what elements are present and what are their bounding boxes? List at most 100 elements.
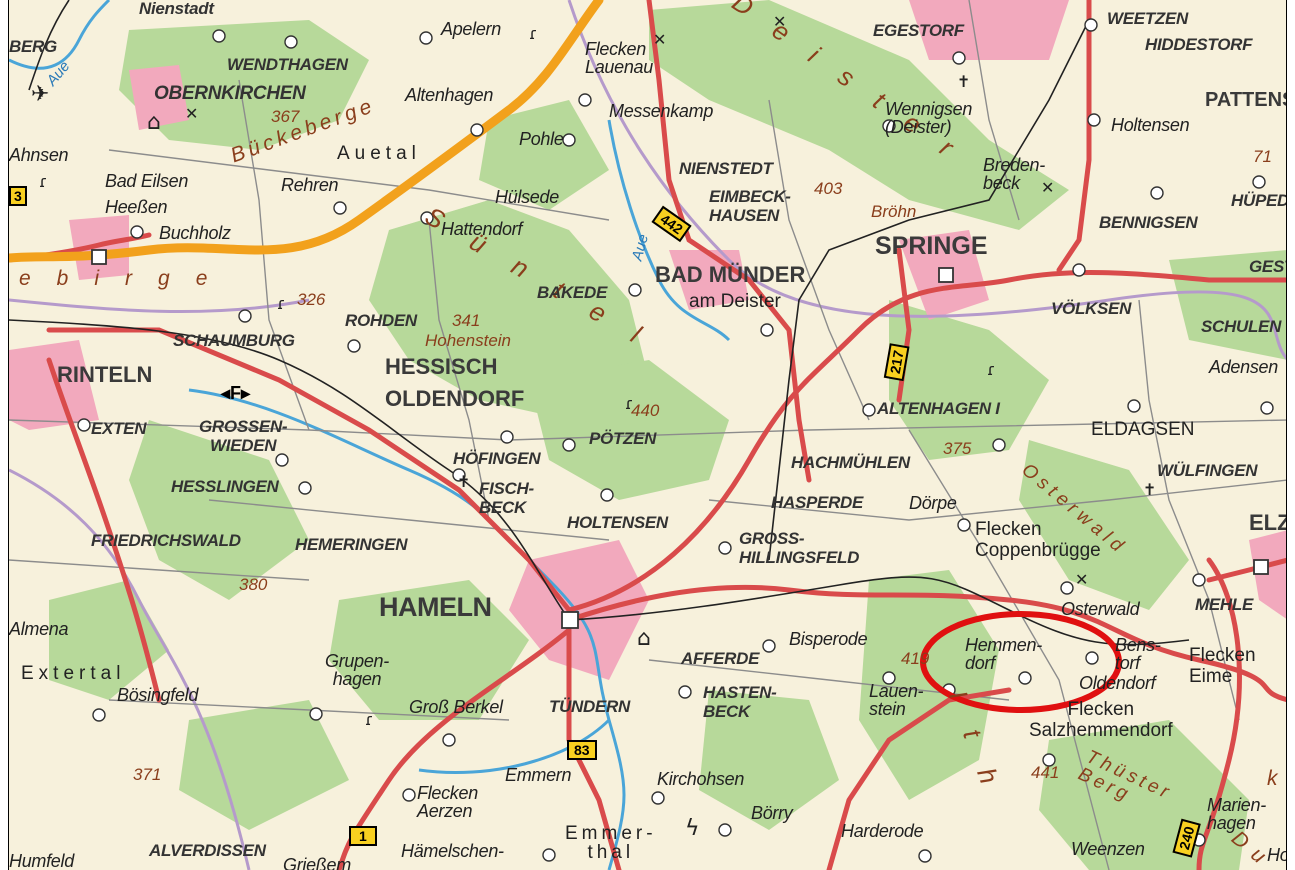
place-mehle: MEHLE [1195, 595, 1254, 614]
ridge-label-k: k [1267, 767, 1287, 790]
airfield-small-icon: ✕ [1075, 570, 1089, 589]
place-berg: BERG [9, 37, 57, 56]
place-hesslingen: HESSLINGEN [171, 477, 279, 496]
place-hachmuehlen: HACHMÜHLEN [791, 453, 910, 472]
airfield-small-icon: ✕ [773, 12, 787, 31]
place-apelern: Apelern [441, 19, 501, 39]
place-hastenbeck: HASTEN- BECK [703, 683, 777, 721]
place-huepede: HÜPED [1231, 191, 1287, 210]
place-flecken-eime: Flecken Eime [1189, 645, 1256, 687]
place-exten: EXTEN [91, 419, 147, 438]
city-elze: ELZE [1249, 510, 1286, 535]
place-eimbeckhausen: EIMBECK- HAUSEN [709, 187, 791, 225]
place-afferde: AFFERDE [681, 649, 760, 668]
road-shield-3: 3 [9, 186, 27, 206]
place-boesingfeld: Bösingfeld [117, 685, 199, 705]
place-alverdissen: ALVERDISSEN [149, 841, 266, 860]
elevation-341: 341 [452, 311, 481, 330]
place-extertal: Extertal [21, 663, 126, 684]
tower-icon: ɾ [625, 394, 634, 413]
tower-icon: ɾ [529, 24, 538, 43]
ridge-label-gebirge: ebirge [19, 267, 234, 290]
railways [9, 0, 1190, 646]
city-springe: SPRINGE [875, 232, 988, 260]
place-auetal: Auetal [337, 143, 421, 164]
place-ahnsen: Ahnsen [9, 145, 69, 165]
airfield-small-icon: ✕ [1041, 178, 1055, 197]
place-osterwald: Osterwald [1061, 599, 1140, 619]
church-icon: ✝ [1143, 480, 1157, 499]
place-hemmendorf: Hemmen- dorf [965, 635, 1042, 673]
place-ho: Ho [1267, 845, 1286, 865]
place-holtensen-s: HOLTENSEN [567, 513, 668, 532]
place-adensen: Adensen [1209, 357, 1278, 377]
place-oldendorf-s: Oldendorf [1079, 673, 1156, 693]
airfield-small-icon: ✕ [653, 30, 667, 49]
elevation-403: 403 [814, 179, 843, 198]
elevation-hohenstein: Hohenstein [425, 331, 512, 350]
elevation-71: 71 [1253, 147, 1272, 166]
place-flecken-coppenbruegge: Flecken Coppenbrügge [975, 519, 1101, 561]
place-bakede: BAKEDE [537, 283, 607, 302]
place-flecken-lauenau: Flecken Lauenau [585, 39, 653, 77]
place-humfeld: Humfeld [9, 851, 74, 870]
road-shield-83: 83 [567, 740, 597, 760]
factory-icon: ⌂ [147, 110, 161, 135]
place-nienstedt: NIENSTEDT [679, 159, 773, 178]
place-benstorf: Bens- torf [1115, 635, 1161, 673]
place-schulenburg: SCHULEN [1201, 317, 1282, 336]
place-hasperde: HASPERDE [771, 493, 864, 512]
place-schaumburg: SCHAUMBURG [173, 331, 295, 350]
village-markers [77, 18, 1274, 863]
elevation-419: 419 [901, 649, 930, 668]
place-heessen: Heeßen [105, 197, 168, 217]
place-lauenstein: Lauen- stein [869, 681, 924, 719]
city-hameln: HAMELN [379, 592, 492, 622]
church-icon: ✝ [957, 72, 971, 91]
place-doerpe: Dörpe [909, 493, 957, 513]
town-markers [91, 249, 1269, 629]
place-tuendern: TÜNDERN [549, 697, 631, 716]
place-pohle: Pohle [519, 129, 564, 149]
airfield-icon: ◂F▸ [221, 383, 251, 403]
city-pattensen: PATTENSE [1205, 89, 1286, 111]
place-rohden: ROHDEN [345, 311, 417, 330]
place-flecken-salzhemmendorf: Flecken Salzhemmendorf [1029, 699, 1173, 741]
power-plant-icon: ϟ [685, 816, 700, 841]
place-hattendorf: Hattendorf [441, 219, 523, 239]
highlight-ellipse [920, 611, 1122, 713]
tower-icon: ɾ [39, 172, 48, 191]
factory-icon: ⌂ [637, 626, 651, 651]
place-kirchohsen: Kirchohsen [657, 769, 745, 789]
place-gross-berkel: Groß Berkel [409, 697, 503, 717]
place-emmern: Emmern [505, 765, 572, 785]
place-wendthagen: WENDTHAGEN [227, 55, 348, 74]
place-bredenbeck: Breden- beck [983, 155, 1045, 193]
topographic-map [9, 0, 1286, 870]
forest-areas [49, 0, 1286, 870]
place-grupenhagen: Grupen- hagen [325, 651, 389, 689]
place-boerry: Börry [751, 803, 793, 823]
place-wuelfingen: WÜLFINGEN [1157, 461, 1258, 480]
elevation-326: 326 [297, 290, 326, 309]
place-eldagsen: ELDAGSEN [1091, 419, 1195, 440]
tower-icon: ɾ [987, 360, 996, 379]
place-griessem: Grießem [283, 855, 351, 870]
elevation-375: 375 [943, 439, 972, 458]
place-friedrichswald: FRIEDRICHSWALD [91, 531, 241, 550]
elevation-371: 371 [133, 765, 162, 784]
place-wennigsen: Wennigsen (Deister) [885, 99, 973, 137]
place-gestorf: GEST [1249, 257, 1286, 276]
admin-borders [9, 0, 1286, 870]
place-nienstadt: Nienstadt [139, 0, 214, 18]
city-hessisch: HESSISCH [385, 354, 498, 379]
place-weenzen: Weenzen [1071, 839, 1145, 859]
place-marienhagen: Marien- hagen [1207, 795, 1266, 833]
place-bennigsen: BENNIGSEN [1099, 213, 1198, 232]
city-rinteln: RINTELN [57, 362, 153, 387]
place-harderode: Harderode [841, 821, 924, 841]
elevation-broehn: Bröhn [871, 202, 917, 221]
place-grossenwieden: GROSSEN- WIEDEN [199, 417, 288, 455]
city-bad-muender: BAD MÜNDER [655, 262, 806, 287]
map-canvas[interactable]: 442 217 83 1 240 3 Aue Aue Bückeberge eb… [8, 0, 1287, 870]
